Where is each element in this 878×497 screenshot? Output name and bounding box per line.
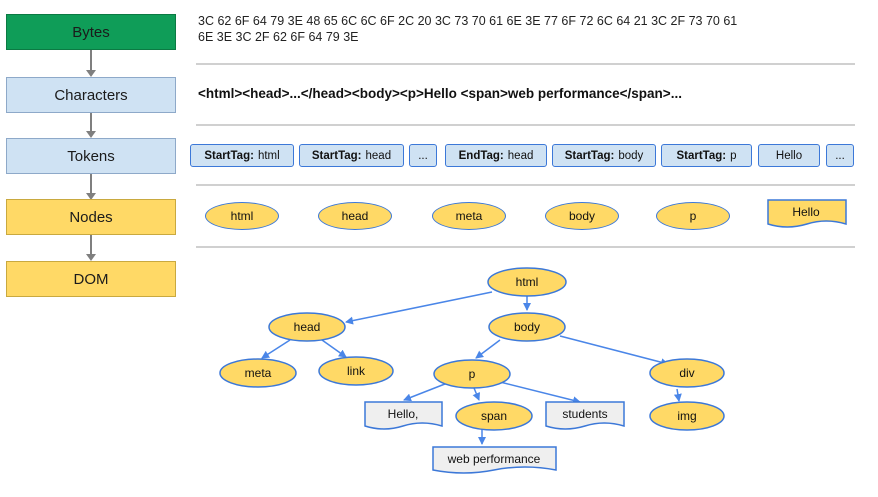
edge-div-img	[673, 388, 682, 402]
dom-label-div: div	[679, 366, 694, 380]
stage-characters: Characters	[6, 77, 176, 113]
token-name: ...	[418, 149, 428, 162]
node-label: p	[689, 209, 697, 223]
stage-arrow	[86, 193, 96, 200]
token: EndTag:head	[445, 144, 547, 167]
edge-head-link	[321, 339, 347, 358]
edge-body-div	[559, 335, 669, 367]
dom-label-students: students	[562, 407, 607, 421]
bytes-line: 3C 62 6F 64 79 3E 48 65 6C 6C 6F 2C 20 3…	[198, 14, 738, 28]
dom-label-meta: meta	[245, 366, 272, 380]
token-kind: StartTag:	[676, 149, 727, 162]
edge-p-span	[472, 387, 480, 401]
token-ellipsis: ...	[409, 144, 437, 167]
token: StartTag:head	[299, 144, 404, 167]
dom-label-img: img	[677, 409, 696, 423]
dom-label-body: body	[514, 320, 540, 334]
node-label: head	[341, 209, 369, 223]
dom-label-hello: Hello,	[388, 407, 419, 421]
token: StartTag:p	[661, 144, 752, 167]
dom-label-span: span	[481, 409, 507, 423]
stage-bytes: Bytes	[6, 14, 176, 50]
stage-arrow	[86, 70, 96, 77]
stage-arrow	[86, 131, 96, 138]
node-html: html	[205, 202, 279, 230]
dom-node-body	[488, 312, 566, 342]
stage-connector	[90, 50, 92, 70]
edge-p-hello	[403, 381, 451, 402]
characters-content: <html><head>...</head><body><p>Hello <sp…	[198, 86, 682, 101]
token-name: Hello	[775, 149, 803, 162]
token: StartTag:html	[190, 144, 294, 167]
token-name: ...	[835, 149, 845, 162]
dom-node-p	[433, 359, 511, 389]
token-name: body	[618, 149, 644, 162]
stage-tokens-label: Tokens	[67, 147, 115, 165]
node-label: body	[568, 209, 596, 223]
stage-connector	[90, 235, 92, 254]
dom-node-img	[649, 401, 725, 431]
token: Hello	[758, 144, 820, 167]
stage-nodes: Nodes	[6, 199, 176, 235]
stage-nodes-label: Nodes	[69, 208, 113, 226]
stage-characters-label: Characters	[54, 86, 128, 104]
edge-p-students	[499, 381, 581, 405]
node-meta: meta	[432, 202, 506, 230]
dom-label-html: html	[516, 275, 539, 289]
dom-node-meta	[219, 358, 297, 388]
stage-bytes-label: Bytes	[72, 23, 110, 41]
dom-node-head	[268, 312, 346, 342]
edge-html-head	[345, 291, 493, 325]
node-label: html	[230, 209, 254, 223]
dom-node-link	[318, 356, 394, 386]
stage-connector	[90, 174, 92, 193]
dom-text-web-performance	[432, 446, 557, 474]
node-head: head	[318, 202, 392, 230]
row-divider	[196, 63, 855, 65]
token-kind: StartTag:	[564, 149, 615, 162]
dom-node-html	[487, 267, 567, 297]
token-kind: EndTag:	[458, 149, 504, 162]
token-name: head	[365, 149, 392, 162]
node-p: p	[656, 202, 730, 230]
dom-text-students	[545, 401, 625, 430]
token-kind: StartTag:	[311, 149, 362, 162]
dom-label-link: link	[347, 364, 366, 378]
token: StartTag:body	[552, 144, 656, 167]
token-kind: StartTag:	[204, 149, 254, 162]
node-label: meta	[455, 209, 483, 223]
bytes-content: 3C 62 6F 64 79 3E 48 65 6C 6C 6F 2C 20 3…	[198, 13, 838, 45]
dom-node-span	[455, 401, 533, 431]
dom-node-div	[649, 358, 725, 388]
edge-head-meta	[261, 339, 291, 359]
token-name: p	[730, 149, 737, 162]
stage-tokens: Tokens	[6, 138, 176, 174]
row-divider	[196, 184, 855, 186]
row-divider	[196, 246, 855, 248]
stage-dom: DOM	[6, 261, 176, 297]
dom-label-p: p	[469, 367, 476, 381]
dom-label-head: head	[294, 320, 321, 334]
token-name: head	[507, 149, 534, 162]
dom-label-web-performance: web performance	[447, 452, 541, 466]
stage-arrow	[86, 254, 96, 261]
row-divider	[196, 124, 855, 126]
stage-dom-label: DOM	[73, 270, 109, 288]
token-ellipsis: ...	[826, 144, 854, 167]
token-name: html	[257, 149, 280, 162]
stage-connector	[90, 113, 92, 131]
dom-text-hello	[364, 401, 443, 430]
node-body: body	[545, 202, 619, 230]
edge-body-p	[475, 339, 501, 359]
bytes-line: 6E 3E 3C 2F 62 6F 64 79 3E	[198, 30, 359, 44]
